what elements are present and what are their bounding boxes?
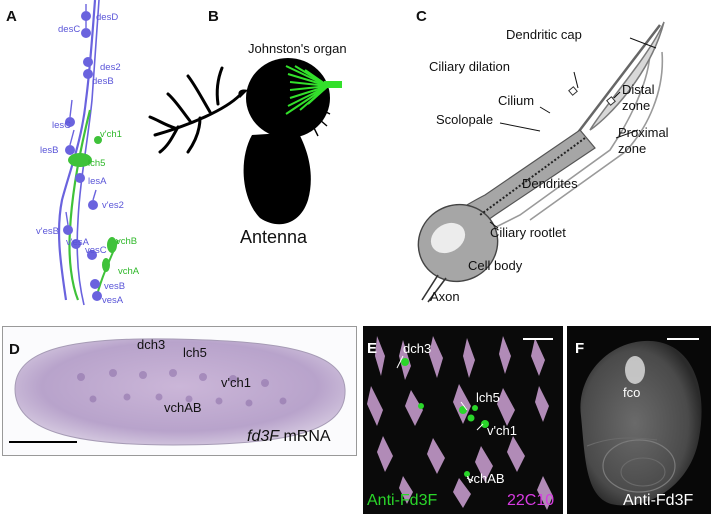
e-label-dch3: dch3 — [403, 341, 432, 356]
label-vchB: vchB — [116, 236, 138, 247]
label-desD: desD — [96, 12, 119, 23]
label-lesB: lesB — [40, 145, 59, 156]
d-caption-rest: mRNA — [279, 428, 331, 445]
panel-b-label: B — [208, 8, 219, 25]
f-scale-bar — [667, 338, 699, 340]
label-vesA-prime: v'esA — [66, 237, 89, 248]
label-des2: des2 — [100, 62, 121, 73]
label-vch1: v'ch1 — [100, 129, 122, 140]
embryo-image — [14, 338, 346, 446]
panel-d-label: D — [9, 341, 20, 358]
label-proximal-zone: Proximal zone — [618, 125, 669, 156]
fluorescence-image — [367, 336, 553, 510]
label-lesC: lesC — [52, 120, 72, 131]
panel-c-label: C — [416, 8, 427, 25]
e-label-lch5: lch5 — [476, 390, 500, 405]
d-caption: fd3F mRNA — [247, 428, 331, 446]
label-vesB-prime: v'esB — [36, 226, 59, 237]
label-ciliary-rootlet: Ciliary rootlet — [490, 225, 566, 240]
label-lch5: lch5 — [88, 158, 106, 169]
sensory-neuron-diagram — [57, 0, 119, 306]
label-vesC: vesC — [85, 245, 107, 256]
label-desC: desC — [58, 24, 81, 35]
f-caption: Anti-Fd3F — [623, 492, 694, 509]
label-vchA: vchA — [118, 266, 140, 277]
d-caption-gene: fd3F — [247, 428, 280, 445]
label-ves2: v'es2 — [102, 200, 124, 211]
e-legend-magenta: 22C10 — [507, 492, 555, 509]
label-dendritic-cap: Dendritic cap — [506, 27, 582, 42]
label-vesB: vesB — [104, 281, 126, 292]
label-distal-zone: Distal zone — [622, 82, 655, 113]
johnstons-organ-title: Johnston's organ — [248, 41, 347, 56]
label-dendrites: Dendrites — [522, 176, 578, 191]
label-vesA: vesA — [102, 295, 124, 306]
f-label-fco: fco — [623, 385, 641, 400]
panel-d: D dch3 lch5 v'ch1 vchAB fd3F mRNA — [2, 326, 357, 456]
d-scale-bar — [9, 441, 77, 443]
d-label-lch5: lch5 — [183, 345, 207, 360]
e-scale-bar — [523, 338, 553, 340]
panel-e-label: E — [367, 340, 378, 357]
antenna-caption: Antenna — [240, 227, 308, 247]
label-desB: desB — [92, 76, 114, 87]
label-cell-body: Cell body — [468, 258, 523, 273]
e-legend-green: Anti-Fd3F — [367, 492, 438, 509]
panel-e: E dch3 lch5 v'ch1 vchAB Anti-Fd3F 22C10 — [363, 326, 563, 514]
antenna-silhouette — [148, 58, 342, 225]
panel-a: A desD desC des2 des — [0, 0, 140, 310]
panel-f: F fco Anti-Fd3F — [567, 326, 711, 514]
label-cilium: Cilium — [498, 93, 535, 108]
d-label-vch1: v'ch1 — [221, 375, 251, 390]
panel-a-label: A — [6, 8, 17, 25]
panel-f-label: F — [575, 340, 585, 357]
panel-b: B Johnston's organ Antenna — [140, 0, 380, 310]
e-label-vch1: v'ch1 — [487, 423, 517, 438]
d-label-vchab: vchAB — [164, 400, 202, 415]
label-axon: Axon — [430, 289, 460, 304]
label-scolopale: Scolopale — [436, 112, 494, 127]
panel-c: C Dendritic cap Ciliary di — [380, 0, 711, 310]
e-label-vchab: vchAB — [467, 471, 505, 486]
label-lesA: lesA — [88, 176, 107, 187]
antenna-disc-image — [580, 340, 702, 506]
scolopidium-diagram — [417, 21, 665, 303]
d-label-dch3: dch3 — [137, 337, 166, 352]
label-ciliary-dilation: Ciliary dilation — [429, 59, 510, 74]
